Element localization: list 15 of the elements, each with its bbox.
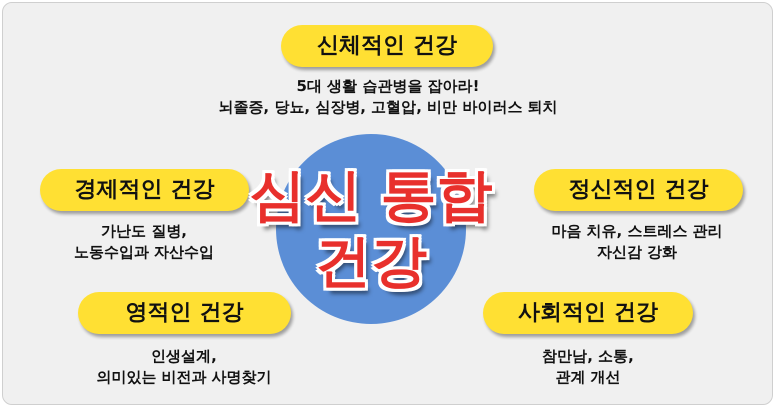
description-text: 자신감 강화 [596, 242, 678, 263]
category-label: 영적인 건강 [78, 292, 291, 334]
category-label: 신체적인 건강 [281, 25, 493, 67]
description-text: 5대 생활 습관병을 잡아라! [296, 76, 480, 97]
category-label: 사회적인 건강 [483, 292, 693, 334]
description-text: 관계 개선 [555, 367, 621, 388]
description-text: 가난도 질병, [101, 221, 187, 242]
description-text: 참만남, 소통, [542, 346, 634, 367]
description-text: 마음 치유, 스트레스 관리 [551, 221, 723, 242]
description-text: 뇌졸증, 당뇨, 심장병, 고혈압, 비만 바이러스 퇴치 [218, 97, 558, 118]
category-label: 경제적인 건강 [40, 169, 249, 211]
description-text: 인생설계, [151, 346, 217, 367]
description-text: 노동수입과 자산수입 [74, 242, 214, 263]
category-label: 정신적인 건강 [534, 169, 743, 211]
description-text: 의미있는 비전과 사명찾기 [96, 367, 272, 388]
